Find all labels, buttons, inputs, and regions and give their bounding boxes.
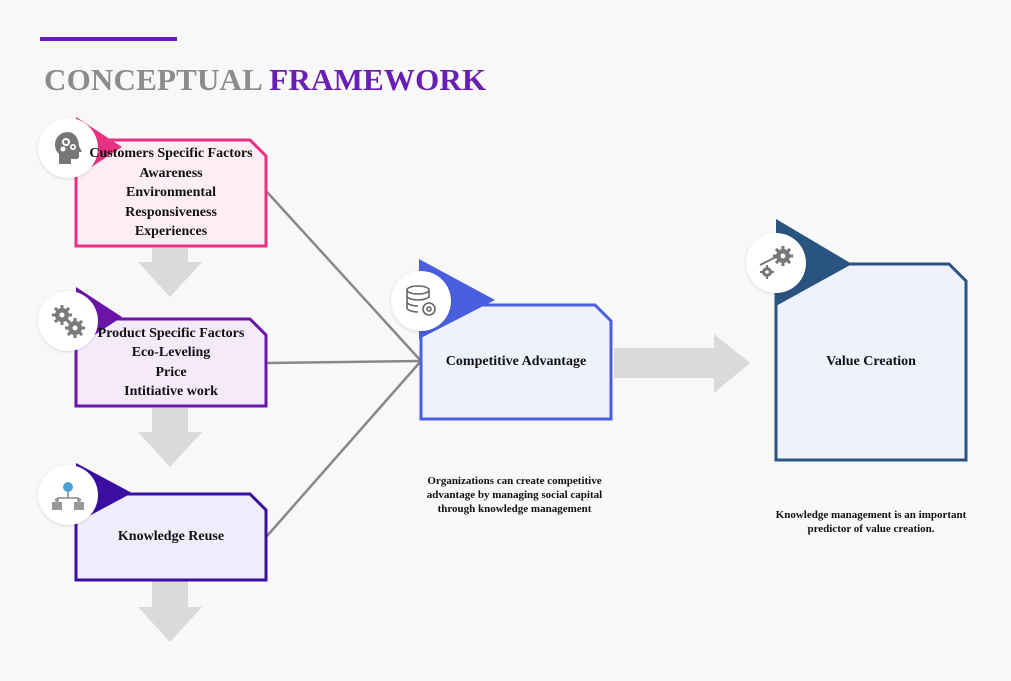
page-title: CONCEPTUAL FRAMEWORK (44, 62, 486, 98)
product-icon-badge (38, 291, 98, 351)
customers-item-responsiveness: Responsiveness (125, 204, 217, 220)
competitive-icon-badge (391, 271, 451, 331)
gears-icon (52, 305, 85, 338)
network-icon (52, 482, 84, 510)
product-item-initiative: Intitiative work (124, 384, 218, 399)
customers-box (74, 138, 268, 248)
product-item-eco-leveling: Eco-Leveling (131, 345, 211, 360)
down-arrow-1 (138, 248, 202, 297)
knowledge-box (74, 492, 268, 582)
down-arrow-3 (138, 581, 202, 642)
knowledge-label: Knowledge Reuse (117, 529, 225, 545)
knowledge-icon-badge (38, 465, 98, 525)
connector-knowledge-to-competitive (266, 360, 422, 537)
conveyor-gears-icon (759, 246, 793, 279)
value-label: Value Creation (826, 354, 916, 370)
competitive-box (419, 303, 613, 421)
title-word-framework: FRAMEWORK (269, 62, 487, 97)
knowledge-box-text: Knowledge Reuse (80, 498, 262, 576)
customers-item-experiences: Experiences (134, 224, 208, 240)
product-box-text: Product Specific Factors Eco-Leveling Pr… (80, 323, 262, 402)
customers-icon-badge (38, 118, 98, 178)
product-heading: Product Specific Factors (97, 325, 245, 341)
customers-heading: Customers Specific Factors (89, 146, 253, 162)
value-box-text: Value Creation (779, 268, 963, 456)
value-box (774, 262, 968, 462)
title-word-conceptual: CONCEPTUAL (44, 62, 262, 97)
connector-product-to-competitive (266, 359, 422, 365)
customers-item-environmental: Environmental (126, 185, 216, 201)
customers-item-awareness: Awareness (139, 165, 203, 181)
product-box (74, 317, 268, 408)
value-icon-badge (746, 233, 806, 293)
title-accent-rule (40, 37, 177, 41)
product-item-price: Price (155, 364, 187, 380)
database-gear-icon (406, 285, 436, 316)
head-gears-icon (55, 132, 82, 164)
value-note: Knowledge management is an important pre… (775, 509, 967, 535)
down-arrow-2 (138, 408, 202, 467)
competitive-note: Organizations can create competitive adv… (426, 475, 603, 515)
competitive-label: Competitive Advantage (445, 354, 587, 370)
connector-customers-to-competitive (266, 191, 422, 362)
customers-box-text: Customers Specific Factors Awareness Env… (80, 144, 262, 242)
right-arrow (614, 334, 750, 393)
competitive-box-text: Competitive Advantage (424, 309, 608, 415)
